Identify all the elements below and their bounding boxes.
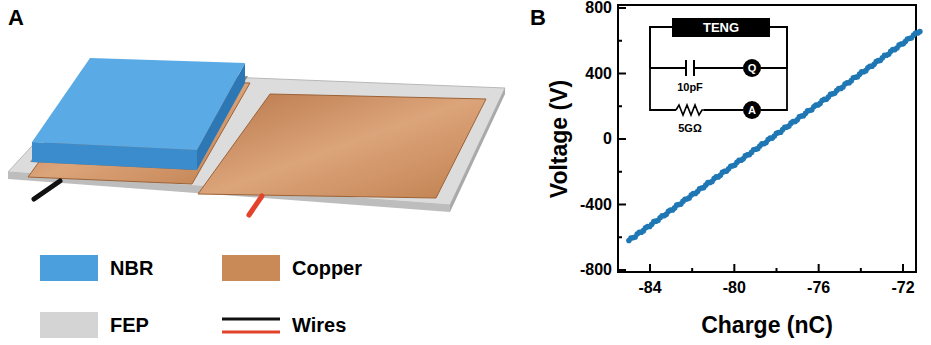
panel-letter: A <box>8 6 24 30</box>
tick-label: -76 <box>807 279 830 297</box>
x-tick <box>902 264 904 272</box>
node-label: A <box>748 105 756 116</box>
y-tick <box>618 40 622 42</box>
y-tick <box>618 269 626 271</box>
y-tick <box>618 73 626 75</box>
y-tick <box>618 138 626 140</box>
copper-pad-right <box>198 94 486 198</box>
node-label: Q <box>748 63 757 74</box>
legend-text: FEP <box>110 314 149 336</box>
nbr-block-top <box>32 58 245 150</box>
tick-label: -72 <box>891 279 914 297</box>
legend-swatch <box>40 312 98 338</box>
circuit-wire <box>650 27 743 110</box>
wire-sample-black <box>222 318 280 321</box>
node-label: TENG <box>703 21 739 34</box>
meter-circle: Q <box>743 59 761 77</box>
resistor-symbol <box>676 105 704 115</box>
component-value: 10pF <box>677 81 703 93</box>
component-value: 5GΩ <box>678 122 702 134</box>
y-tick <box>618 204 626 206</box>
wire-sample-red <box>222 331 280 334</box>
y-tick <box>618 105 622 107</box>
x-tick <box>691 268 693 272</box>
data-series <box>626 29 923 244</box>
tick-label: 400 <box>585 65 612 83</box>
x-tick <box>776 268 778 272</box>
legend-text: Copper <box>292 257 362 279</box>
x-tick <box>649 264 651 272</box>
axis-title: Charge (nC) <box>701 313 833 338</box>
capacitor-gap <box>686 62 694 74</box>
axis-title: Voltage (V) <box>547 80 572 198</box>
device-illustration <box>8 58 505 215</box>
tick-label: 0 <box>603 130 612 148</box>
plot-frame <box>618 5 916 272</box>
tick-label: -400 <box>580 196 612 214</box>
circuit-wire <box>761 27 787 110</box>
x-tick <box>860 268 862 272</box>
legend-wire-sample <box>222 319 280 332</box>
legend-swatch <box>222 255 280 281</box>
y-tick <box>618 7 626 9</box>
source-box: TENG <box>672 18 770 37</box>
black-wire <box>34 181 60 199</box>
x-tick <box>818 264 820 272</box>
legend-swatch <box>40 255 98 281</box>
legend-text: NBR <box>110 257 153 279</box>
tick-label: -80 <box>723 279 746 297</box>
tick-label: -800 <box>580 261 612 279</box>
tick-label: -84 <box>638 279 661 297</box>
y-tick <box>618 171 622 173</box>
x-tick <box>733 264 735 272</box>
red-wire <box>249 196 262 215</box>
meter-circle: A <box>743 101 761 119</box>
tick-label: 800 <box>585 0 612 17</box>
data-point <box>917 29 923 35</box>
axis-ticks <box>618 8 903 272</box>
panel-letter: B <box>530 6 546 30</box>
legend-text: Wires <box>292 314 346 336</box>
capacitor-plate <box>693 60 695 76</box>
y-tick <box>618 236 622 238</box>
resistor-gap <box>676 105 704 115</box>
capacitor-plate <box>685 60 687 76</box>
data-line <box>629 32 920 241</box>
